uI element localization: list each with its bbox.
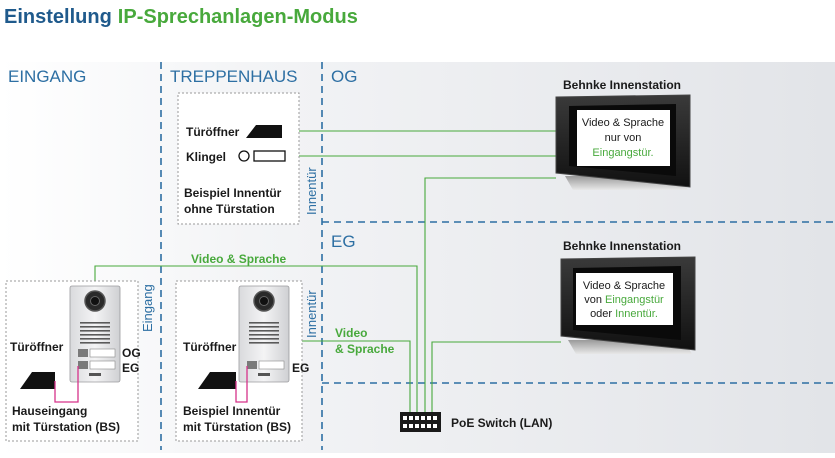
- entrance-camera-lens-icon: [90, 296, 100, 306]
- eg-screen-textbox: [576, 273, 673, 325]
- name-plate-icon: [253, 150, 286, 162]
- entrance-door-opener-icon: [20, 372, 55, 389]
- entrance-bell-button-eg-icon: [78, 361, 88, 369]
- bell-button-icon: [238, 150, 250, 162]
- zone-label-og: OG: [331, 67, 357, 86]
- og-screen-line-2: nur von: [605, 132, 642, 144]
- inner-door-no-station-caption-1: Beispiel Innentür: [184, 186, 282, 200]
- entrance-nameplate-eg: [89, 360, 116, 370]
- poe-switch-body: [400, 412, 441, 432]
- entrance-caption-1: Hauseingang: [12, 404, 87, 418]
- inner-door-no-station-caption-2: ohne Türstation: [184, 202, 275, 216]
- og-screen-line-3: Eingangstür.: [592, 147, 653, 159]
- entrance-nameplate-og: [89, 348, 116, 358]
- entrance-box: OG EG Türöffner Hauseingang mit Türstati…: [5, 280, 141, 442]
- inner-door-nameplate-eg: [258, 360, 285, 370]
- og-screen-line-1: Video & Sprache: [582, 117, 664, 129]
- zone-label-vertical-eingang: Eingang: [140, 284, 155, 332]
- zone-label-vertical-innentuer-lower: Innentür: [304, 290, 319, 338]
- inner-door-bell-button-eg-icon: [247, 361, 257, 369]
- wire-eg-monitor-to-switch: [431, 341, 561, 412]
- entrance-speaker-grille-icon: [80, 322, 110, 344]
- og-screen-textbox: [577, 110, 670, 166]
- wire-innerdoor-to-switch: [288, 340, 411, 412]
- entrance-button-label-og: OG: [122, 346, 141, 360]
- wire-og-monitor-to-switch: [424, 177, 556, 412]
- eg-screen-line-2-b: Eingangstür: [605, 294, 664, 306]
- entrance-caption-2: mit Türstation (BS): [12, 420, 120, 434]
- entrance-brand-logo: [89, 373, 101, 376]
- entrance-pink-wire: [54, 366, 79, 403]
- inner-door-no-station-tueroeffner-label: Türöffner: [186, 125, 240, 139]
- inner-door-no-station-box: Türöffner Klingel Beispiel Innentür ohne…: [177, 92, 300, 225]
- eg-screen-line-3-a: oder: [590, 308, 612, 320]
- inner-door-with-station-box: EG Türöffner Beispiel Innentür mit Türst…: [175, 280, 309, 442]
- eg-screen-line-3-b: Innentür.: [615, 308, 658, 320]
- entrance-tueroeffner-label: Türöffner: [10, 340, 64, 354]
- inner-door-door-opener-icon: [198, 372, 236, 389]
- zone-label-vertical-innentuer-upper: Innentür: [304, 167, 319, 215]
- inner-door-button-label-eg: EG: [292, 361, 309, 375]
- inner-door-pink-wire: [235, 366, 248, 403]
- og-indoor-station: Behnke Innenstation Video & Sprache nur …: [555, 78, 691, 190]
- zone-label-treppenhaus: TREPPENHAUS: [170, 67, 298, 86]
- poe-switch: PoE Switch (LAN): [400, 412, 552, 432]
- eg-screen-line-2-a: von: [584, 294, 602, 306]
- title-part-green: IP-Sprechanlagen-Modus: [118, 6, 358, 28]
- wire-entrance-to-switch: [94, 265, 418, 412]
- zone-label-eg: EG: [331, 232, 356, 251]
- inner-door-camera-lens-icon: [259, 296, 269, 306]
- page-title: Einstellung IP-Sprechanlagen-Modus: [4, 6, 358, 28]
- og-station-heading: Behnke Innenstation: [563, 78, 681, 92]
- eg-screen-line-1: Video & Sprache: [583, 280, 665, 292]
- entrance-bell-button-og-icon: [78, 349, 88, 357]
- inner-door-caption-2: mit Türstation (BS): [183, 420, 291, 434]
- poe-switch-ports-icon: [403, 416, 437, 428]
- poe-switch-label: PoE Switch (LAN): [451, 416, 552, 430]
- wire-label-sprache: & Sprache: [335, 342, 395, 356]
- entrance-button-label-eg: EG: [122, 361, 139, 375]
- title-part-blue: Einstellung: [4, 6, 112, 28]
- green-wires: [94, 130, 561, 412]
- zone-label-eingang: EINGANG: [8, 67, 86, 86]
- wire-label-video-sprache-top: Video & Sprache: [191, 252, 286, 266]
- inner-door-speaker-grille-icon: [249, 322, 279, 344]
- inner-door-tueroeffner-label: Türöffner: [183, 340, 237, 354]
- wire-label-video: Video: [335, 326, 367, 340]
- door-opener-icon: [246, 125, 282, 138]
- inner-door-brand-logo: [258, 373, 270, 376]
- inner-door-no-station-klingel-label: Klingel: [186, 150, 226, 164]
- eg-station-heading: Behnke Innenstation: [563, 239, 681, 253]
- inner-door-caption-1: Beispiel Innentür: [183, 404, 281, 418]
